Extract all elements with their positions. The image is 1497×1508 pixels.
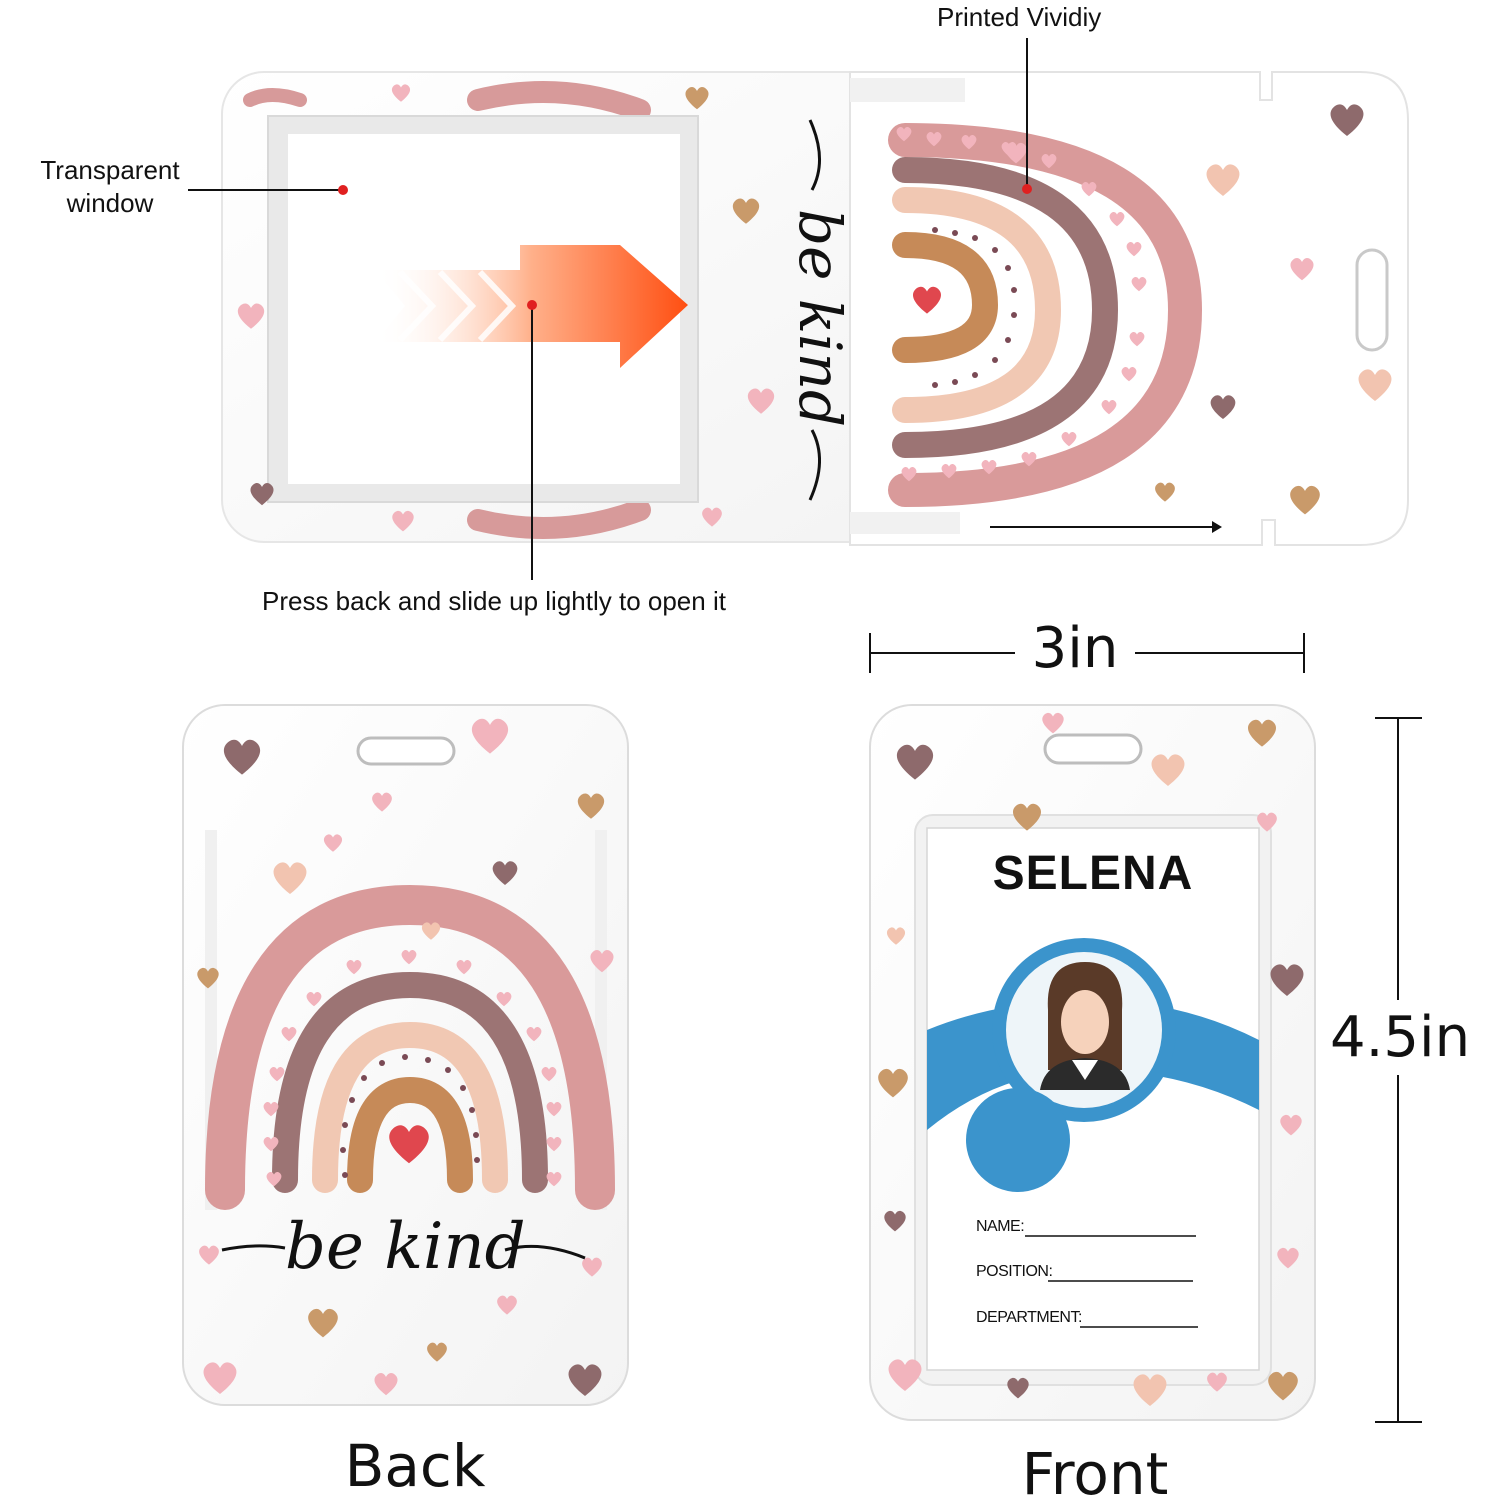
callout-lines <box>188 38 1212 580</box>
front-label: Front <box>1021 1440 1169 1508</box>
be-kind-script-top: be kind <box>786 209 854 428</box>
slide-callout: Press back and slide up lightly to open … <box>262 586 726 616</box>
width-dimension: 3in <box>1031 616 1119 681</box>
id-field-department: DEPARTMENT: <box>976 1309 1082 1326</box>
rainbow-graphic-top <box>808 119 1203 507</box>
height-dimension: 4.5in <box>1330 1005 1471 1070</box>
back-label: Back <box>344 1432 486 1500</box>
back-card <box>182 704 629 1406</box>
id-field-name: NAME: <box>976 1218 1025 1235</box>
id-name: SELENA <box>992 847 1194 900</box>
be-kind-script-back: be kind <box>285 1210 526 1284</box>
id-field-position: POSITION: <box>976 1263 1053 1280</box>
printed-callout: Printed Vividiy <box>937 2 1102 32</box>
dimension-lines <box>869 633 1422 1423</box>
front-card <box>869 704 1316 1421</box>
person-avatar-icon <box>1040 962 1130 1090</box>
window-callout-line2: window <box>66 188 154 218</box>
window-callout-line1: Transparent <box>40 155 180 185</box>
